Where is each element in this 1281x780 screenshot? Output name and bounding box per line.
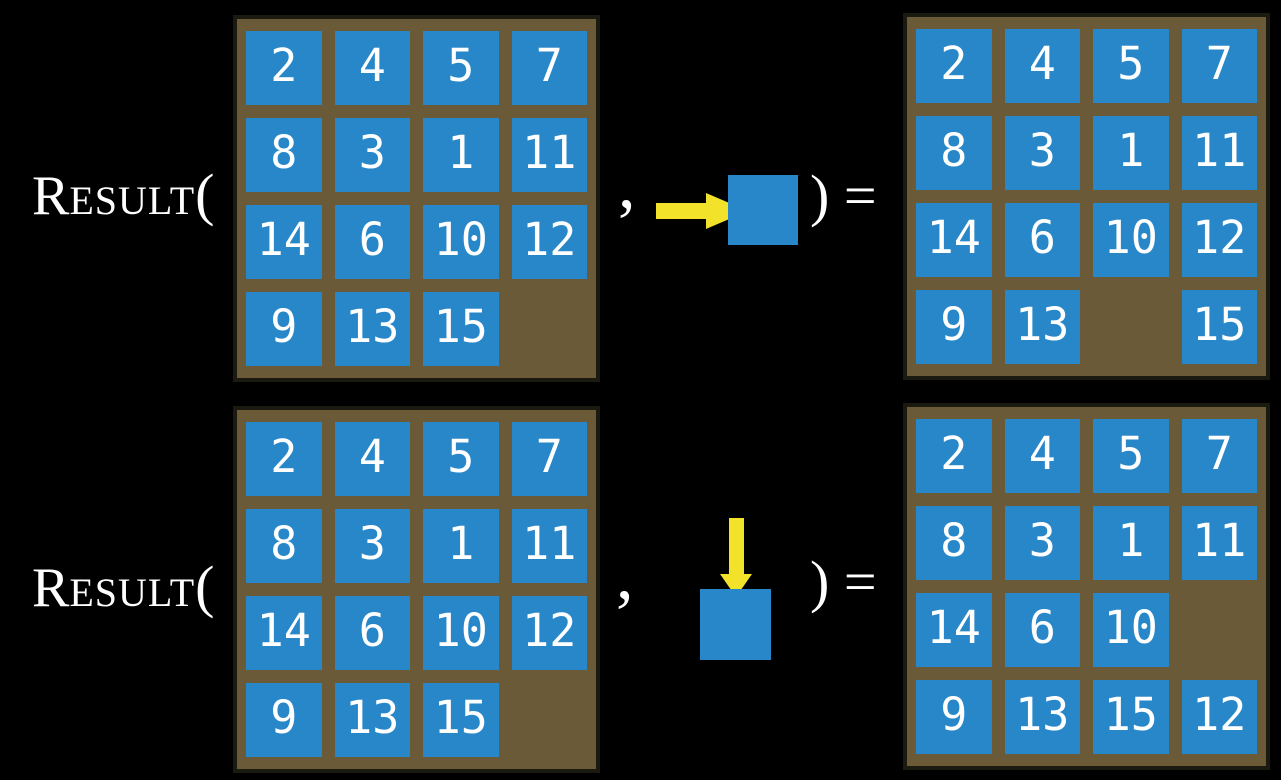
arrow-right-icon (656, 193, 748, 229)
tile-13: 13 (334, 292, 410, 366)
comma-separator: , (618, 146, 636, 223)
tile-10: 10 (1093, 593, 1169, 667)
tile-4: 4 (1004, 29, 1080, 103)
tile-15: 15 (1093, 680, 1169, 754)
blank-tile-square (728, 175, 798, 245)
tile-2: 2 (246, 422, 322, 496)
tile-5: 5 (1093, 29, 1169, 103)
empty-cell (1182, 593, 1258, 667)
tile-9: 9 (246, 292, 322, 366)
tile-10: 10 (1093, 203, 1169, 277)
result-function-label: RESULT( (32, 165, 214, 227)
tile-15: 15 (1181, 290, 1257, 364)
tile-7: 7 (511, 31, 587, 105)
tile-10: 10 (423, 596, 499, 670)
function-name-initial: R (32, 557, 70, 619)
tile-5: 5 (423, 31, 499, 105)
tile-13: 13 (1004, 680, 1080, 754)
tile-3: 3 (334, 509, 410, 583)
tile-7: 7 (511, 422, 587, 496)
tile-14: 14 (246, 205, 322, 279)
tile-12: 12 (1181, 680, 1257, 754)
tile-12: 12 (511, 596, 587, 670)
tile-2: 2 (246, 31, 322, 105)
empty-cell (512, 292, 588, 366)
tile-6: 6 (1004, 593, 1080, 667)
tile-11: 11 (511, 509, 587, 583)
open-paren: ( (195, 554, 215, 619)
tile-3: 3 (1004, 506, 1080, 580)
tile-1: 1 (1093, 506, 1169, 580)
tile-14: 14 (246, 596, 322, 670)
tile-11: 11 (511, 118, 587, 192)
arrow-right-shaft (656, 203, 712, 219)
tile-12: 12 (511, 205, 587, 279)
tile-6: 6 (1004, 203, 1080, 277)
close-paren-equals: ) = (810, 163, 877, 228)
tile-3: 3 (334, 118, 410, 192)
function-name-initial: R (32, 165, 70, 227)
result-function-label: RESULT( (32, 557, 214, 619)
tile-12: 12 (1181, 203, 1257, 277)
tile-4: 4 (334, 422, 410, 496)
tile-11: 11 (1181, 116, 1257, 190)
tile-9: 9 (916, 680, 992, 754)
arrow-right-head (706, 193, 748, 229)
comma-separator: , (616, 537, 634, 614)
tile-13: 13 (334, 683, 410, 757)
tile-4: 4 (334, 31, 410, 105)
tile-11: 11 (1181, 506, 1257, 580)
tile-1: 1 (423, 509, 499, 583)
open-paren: ( (195, 162, 215, 227)
tile-15: 15 (423, 683, 499, 757)
tile-14: 14 (916, 203, 992, 277)
arrow-down-head (720, 574, 752, 597)
tile-2: 2 (916, 419, 992, 493)
tile-5: 5 (423, 422, 499, 496)
tile-6: 6 (334, 596, 410, 670)
tile-13: 13 (1004, 290, 1080, 364)
empty-cell (1093, 290, 1169, 364)
tile-9: 9 (246, 683, 322, 757)
arrow-down-shaft (729, 518, 744, 576)
tile-15: 15 (423, 292, 499, 366)
arrow-down-icon (720, 518, 752, 597)
tile-8: 8 (916, 116, 992, 190)
tile-6: 6 (334, 205, 410, 279)
tile-3: 3 (1004, 116, 1080, 190)
blank-tile-square (700, 589, 771, 660)
close-paren-equals: ) = (810, 549, 877, 614)
tile-10: 10 (423, 205, 499, 279)
tile-1: 1 (423, 118, 499, 192)
tile-2: 2 (916, 29, 992, 103)
function-name-rest: ESULT (69, 178, 196, 223)
tile-4: 4 (1004, 419, 1080, 493)
tile-5: 5 (1093, 419, 1169, 493)
tile-9: 9 (916, 290, 992, 364)
tile-8: 8 (246, 509, 322, 583)
empty-cell (512, 683, 588, 757)
tile-8: 8 (246, 118, 322, 192)
tile-7: 7 (1181, 419, 1257, 493)
tile-1: 1 (1093, 116, 1169, 190)
tile-7: 7 (1181, 29, 1257, 103)
function-name-rest: ESULT (69, 570, 196, 615)
tile-8: 8 (916, 506, 992, 580)
tile-14: 14 (916, 593, 992, 667)
